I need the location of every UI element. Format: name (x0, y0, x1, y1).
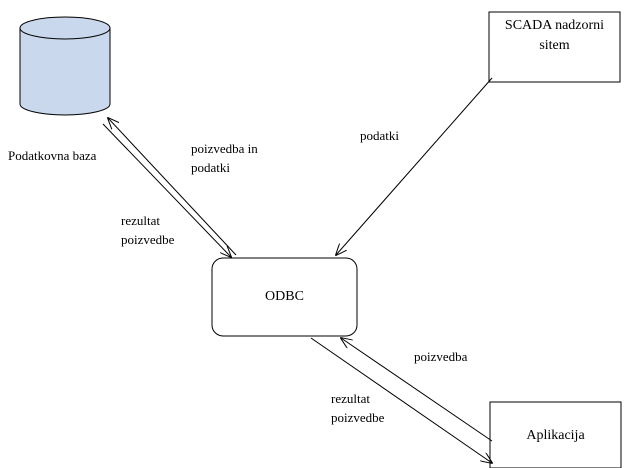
arrow-database-to-odbc (102, 123, 231, 257)
aplikacija-label: Aplikacija (526, 428, 585, 443)
edge-label-rezultat-poizvedbe-app: rezultat poizvedbe (331, 389, 384, 427)
arrow-odbc-to-app (310, 337, 492, 463)
edge-label-rezultat-app-line2: poizvedbe (331, 410, 385, 425)
edge-label-rezultat-db-line2: poizvedbe (121, 232, 175, 247)
odbc-box (211, 257, 358, 337)
edge-label-poizvedba-in-podatki-line2: podatki (191, 160, 230, 175)
arrow-app-to-odbc (341, 338, 493, 442)
arrow-odbc-to-database (108, 118, 237, 256)
arrow-scada-to-odbc (336, 77, 493, 255)
edge-label-poizvedba-in-podatki-line1: poizvedba in (191, 141, 258, 156)
odbc-label: ODBC (265, 289, 304, 304)
scada-label-line2: sitem (539, 38, 570, 53)
edge-label-poizvedba-app: poizvedba (414, 349, 468, 364)
edge-label-podatki-scada: podatki (360, 128, 399, 143)
database-cylinder (19, 16, 111, 116)
scada-box (488, 11, 621, 83)
aplikacija-box (489, 401, 622, 468)
edge-label-rezultat-db-line1: rezultat (121, 213, 160, 228)
scada-label-line1: SCADA nadzorni (504, 18, 605, 33)
edge-label-poizvedba-in-podatki: poizvedba in podatki (191, 139, 258, 177)
edge-label-rezultat-app-line1: rezultat (331, 391, 370, 406)
scada-label: SCADA nadzorni sitem (489, 16, 620, 56)
edge-label-rezultat-poizvedbe-db: rezultat poizvedbe (121, 211, 174, 249)
database-label: Podatkovna baza (8, 148, 97, 163)
